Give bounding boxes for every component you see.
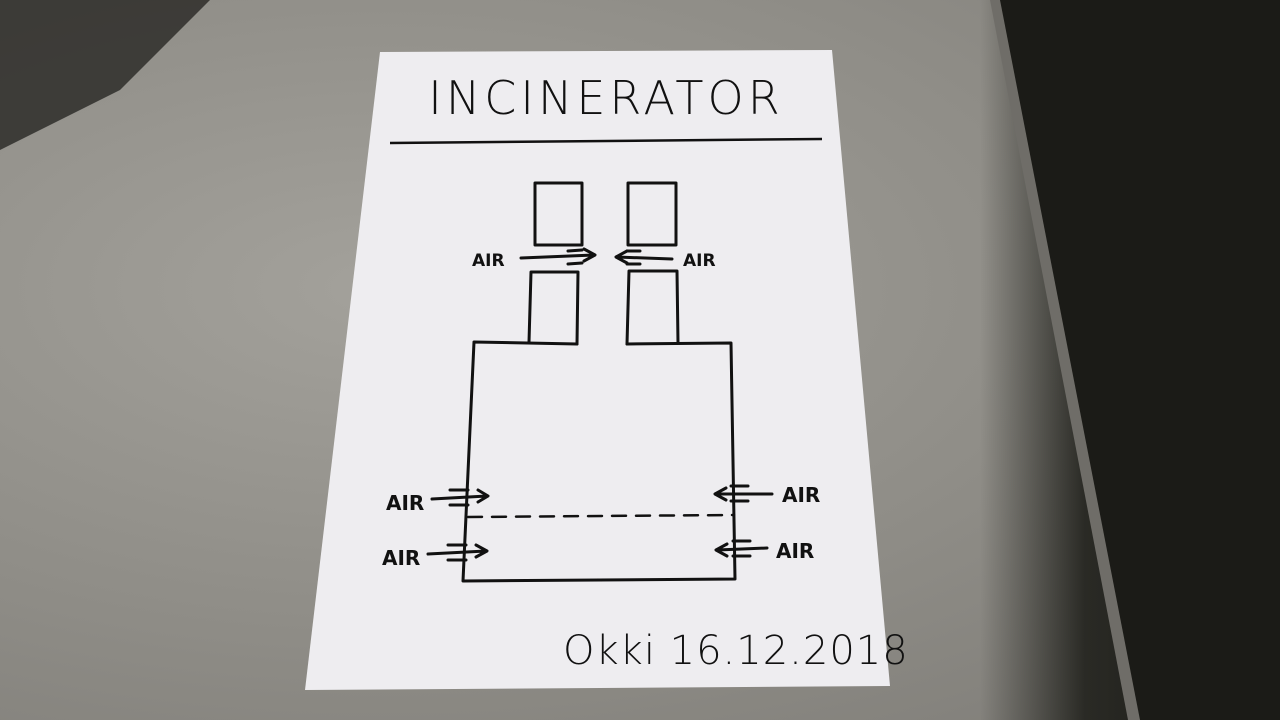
- air-label-top-left: AIR: [472, 251, 505, 271]
- paper-sheet: [305, 50, 890, 690]
- signature-text: Okki 16.12.2018: [563, 628, 909, 674]
- air-label-upper-right: AIR: [782, 483, 820, 507]
- title-text: INCINERATOR: [428, 71, 783, 125]
- air-label-lower-right: AIR: [776, 539, 814, 563]
- air-label-lower-left: AIR: [382, 546, 420, 570]
- air-label-top-right: AIR: [683, 251, 716, 271]
- air-label-upper-left: AIR: [386, 491, 424, 515]
